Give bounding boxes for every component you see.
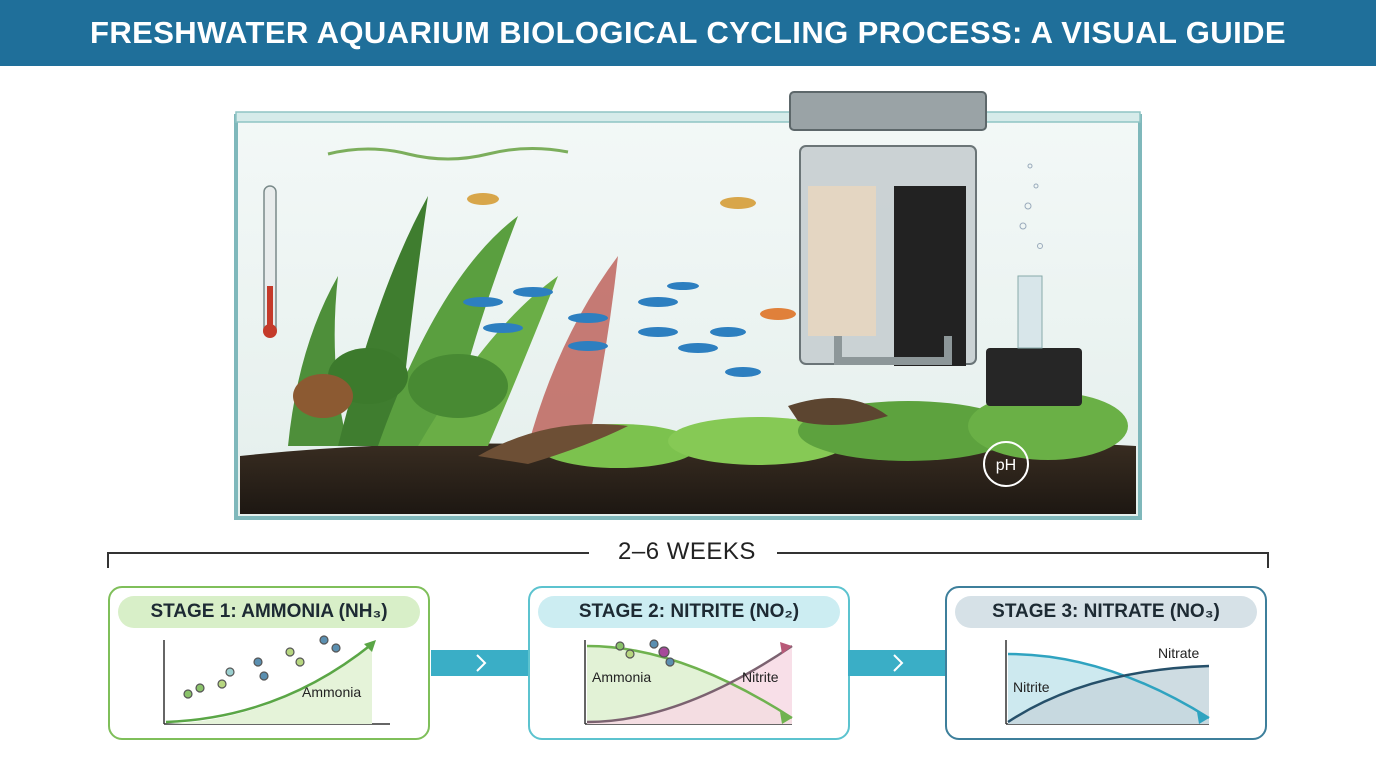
nitrite-curve <box>1007 652 1210 720</box>
nitrite-arrowhead <box>780 642 792 654</box>
stage-3-title: STAGE 3: NITRATE (NO₃) <box>955 596 1257 628</box>
stage-1-graph: Ammonia <box>163 635 390 725</box>
ammonia-arrowhead <box>780 712 792 724</box>
nitrite-arrowhead <box>1197 712 1209 724</box>
nitrate-area <box>1008 666 1209 724</box>
curve-label-nitrate: Nitrate <box>1158 645 1199 661</box>
stage-2-title: STAGE 2: NITRITE (NO₂) <box>538 596 840 628</box>
nitrite-area <box>587 646 792 724</box>
stage-2-to-3-arrow <box>848 650 946 676</box>
stage-2-card: STAGE 2: NITRITE (NO₂) Ammonia Nitrite <box>528 586 850 740</box>
ammonia-area <box>166 644 372 724</box>
nitrite-curve <box>586 644 793 724</box>
stage-1-card: STAGE 1: AMMONIA (NH₃) Ammonia <box>108 586 430 740</box>
nitrate-curve <box>1007 664 1210 724</box>
guppy-fish <box>467 193 796 320</box>
molecule-icons <box>615 639 675 667</box>
sponge-filter <box>986 348 1082 406</box>
arrowhead <box>364 640 376 652</box>
stage-3-card: STAGE 3: NITRATE (NO₃) Nitrite Nitrate <box>945 586 1267 740</box>
bracket-line-left <box>107 552 589 554</box>
plants-left <box>288 196 618 446</box>
molecule-icons <box>183 635 341 699</box>
bracket-tick-right <box>1267 552 1269 568</box>
air-bubbles <box>1019 163 1043 249</box>
stage-2-graph: Ammonia Nitrite <box>584 639 793 725</box>
ceramic-media <box>808 186 876 336</box>
curve-label-ammonia: Ammonia <box>592 669 651 685</box>
ph-label: pH <box>996 457 1016 474</box>
title-banner: FRESHWATER AQUARIUM BIOLOGICAL CYCLING P… <box>0 0 1376 66</box>
stage-1-title: STAGE 1: AMMONIA (NH₃) <box>118 596 420 628</box>
bracket-tick-left <box>107 552 109 568</box>
bracket-line-right <box>777 552 1269 554</box>
stage-3-graph: Nitrite Nitrate <box>1005 640 1210 725</box>
rock <box>788 398 888 425</box>
thermometer <box>263 185 277 338</box>
curve-label-ammonia: Ammonia <box>302 684 361 700</box>
driftwood <box>478 424 628 464</box>
curve-label-nitrite: Nitrite <box>742 669 779 685</box>
ammonia-curve <box>165 643 373 724</box>
tank-rim <box>235 111 1141 123</box>
aquarium-illustration: pH <box>228 86 1148 524</box>
aquarium-tank: pH <box>234 91 1142 520</box>
sponge-media <box>894 186 966 366</box>
page-title: FRESHWATER AQUARIUM BIOLOGICAL CYCLING P… <box>90 15 1286 50</box>
fish-school <box>463 282 761 377</box>
duration-label: 2–6 WEEKS <box>618 538 756 565</box>
ammonia-curve <box>586 644 793 720</box>
ph-indicator: pH <box>983 441 1029 487</box>
stage-1-to-2-arrow <box>431 650 529 676</box>
curve-label-nitrite: Nitrite <box>1013 679 1050 695</box>
cycle-duration-bracket: 2–6 WEEKS <box>107 538 1269 572</box>
surface-plants <box>327 146 569 161</box>
filter-unit <box>789 91 1082 406</box>
